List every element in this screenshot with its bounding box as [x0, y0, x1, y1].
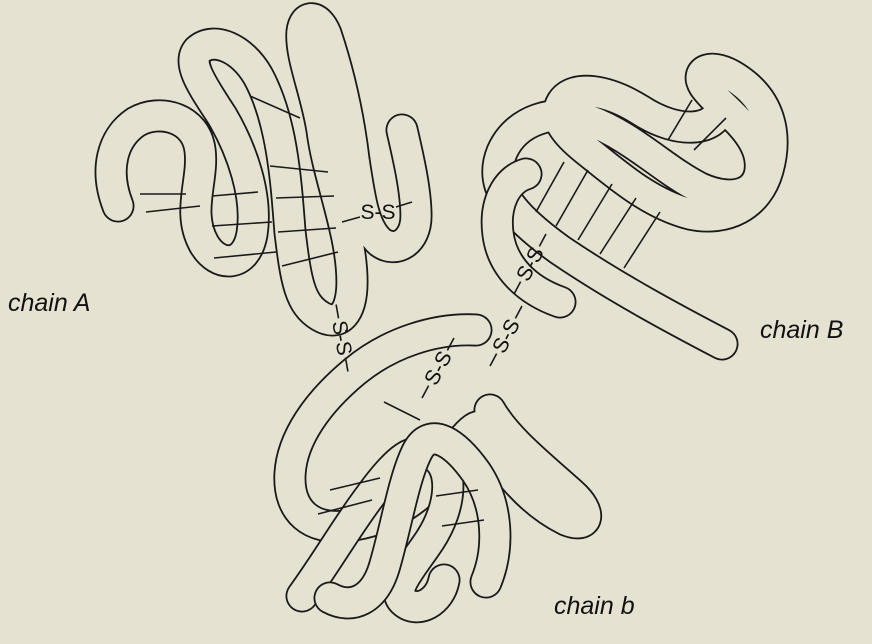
chain-b-label: chain B	[760, 316, 843, 344]
chain-a-label: chain A	[8, 289, 90, 317]
disulfide-label: S-S	[488, 315, 525, 357]
hbond	[600, 198, 636, 254]
chain-b-lower-label: chain b	[554, 592, 635, 620]
hbond	[384, 402, 420, 420]
hbond	[624, 212, 660, 268]
hbond	[578, 184, 612, 240]
chain-a-ribbon	[111, 19, 416, 320]
disulfide-label: S-S	[360, 201, 395, 224]
disulfide-label: S-S	[327, 319, 356, 357]
disulfide-label: S-S	[420, 347, 457, 389]
hbond	[556, 170, 588, 226]
